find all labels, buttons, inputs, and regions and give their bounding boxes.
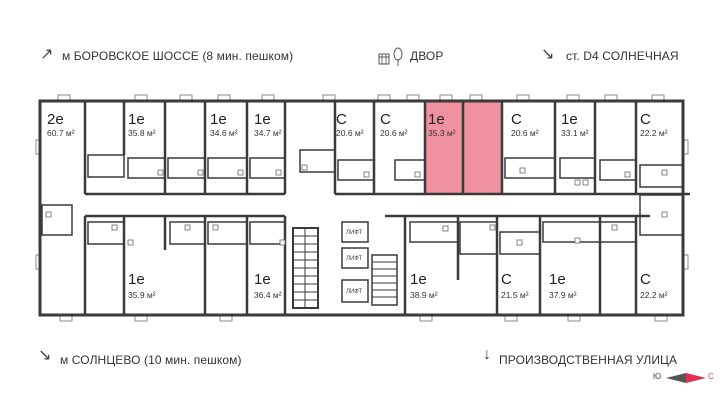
apartment-area-b2: 36.4 м²	[254, 290, 282, 300]
apartment-type-t10[interactable]: С	[640, 111, 651, 128]
apartment-type-t1[interactable]: 2е	[47, 111, 64, 128]
direction-top-right: ст. D4 СОЛНЕЧНАЯ	[566, 49, 679, 63]
apartment-type-t8[interactable]: С	[511, 111, 522, 128]
apartment-area-b4: 21.5 м²	[501, 290, 529, 300]
apartment-type-t9[interactable]: 1е	[561, 111, 578, 128]
direction-bottom-right: ПРОИЗВОДСТВЕННАЯ УЛИЦА	[499, 353, 678, 367]
apartment-area-t8: 20.6 м²	[511, 128, 539, 138]
apartment-area-t4: 34.7 м²	[254, 128, 282, 138]
apartment-type-t7[interactable]: 1е	[428, 111, 445, 128]
lift-label: ЛИФТ	[346, 289, 362, 295]
apartment-area-t7: 35.3 м²	[428, 128, 456, 138]
bathrooms-bottom	[41, 194, 684, 255]
apartment-area-t6: 20.6 м²	[380, 128, 408, 138]
apartment-area-t3: 34.6 м²	[210, 128, 238, 138]
compass-north-label: С	[708, 372, 714, 381]
apartment-area-t1: 60.7 м²	[47, 128, 75, 138]
direction-top-middle: ДВОР	[410, 49, 444, 63]
apartment-area-b1: 35.9 м²	[128, 290, 156, 300]
lifts	[341, 221, 369, 303]
apartment-type-b4[interactable]: С	[501, 271, 512, 288]
apartment-type-t5[interactable]: С	[336, 111, 347, 128]
compass: Ю С	[650, 369, 720, 387]
compass-south-label: Ю	[653, 372, 662, 381]
arrow-down-icon: ↓	[483, 346, 491, 363]
arrow-down-right-icon: ↘	[38, 347, 52, 364]
lift-label: ЛИФТ	[346, 256, 362, 262]
top-windows	[57, 94, 665, 102]
lift-label: ЛИФТ	[346, 230, 362, 236]
direction-top-left: м БОРОВСКОЕ ШОССЕ (8 мин. пешком)	[62, 49, 294, 63]
apartment-type-b5[interactable]: 1е	[549, 271, 566, 288]
arrow-up-right-icon: ↗	[40, 46, 54, 63]
stairs	[292, 227, 398, 309]
compass-arrow-icon	[666, 373, 706, 383]
apartment-type-t6[interactable]: С	[380, 111, 391, 128]
arrow-down-right-icon: ↘	[541, 46, 555, 63]
apartment-area-t5: 20.6 м²	[336, 128, 364, 138]
fixtures	[45, 164, 668, 246]
apartment-type-b1[interactable]: 1е	[128, 271, 145, 288]
direction-bottom-left: м СОЛНЦЕВО (10 мин. пешком)	[60, 353, 242, 367]
apartment-area-b5: 37.9 м²	[549, 290, 577, 300]
apartment-type-t4[interactable]: 1е	[254, 111, 271, 128]
apartment-type-t3[interactable]: 1е	[210, 111, 227, 128]
apartment-type-b6[interactable]: С	[640, 271, 651, 288]
apartment-type-b3[interactable]: 1е	[410, 271, 427, 288]
apartment-type-b2[interactable]: 1е	[254, 271, 271, 288]
apartment-area-b6: 22.2 м²	[640, 290, 668, 300]
apartment-area-b3: 38.9 м²	[410, 290, 438, 300]
apartment-area-t10: 22.2 м²	[640, 128, 668, 138]
apartment-type-t2[interactable]: 1е	[128, 111, 145, 128]
bathrooms-top	[87, 149, 684, 188]
apartment-area-t9: 33.1 м²	[561, 128, 589, 138]
courtyard-icon	[378, 47, 403, 66]
corridor-walls	[85, 192, 690, 218]
apartment-area-t2: 35.8 м²	[128, 128, 156, 138]
